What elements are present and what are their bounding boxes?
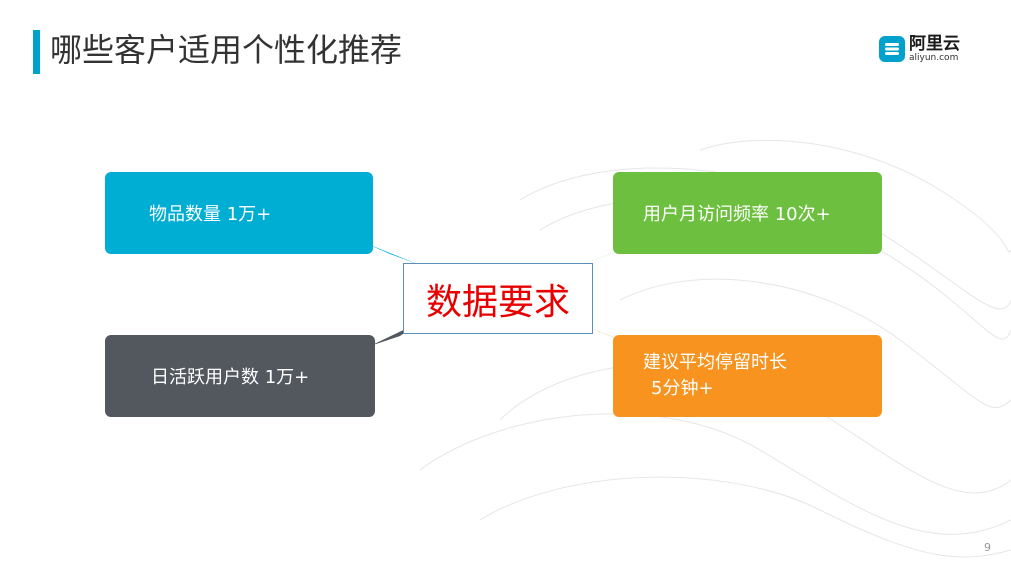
callout-items-count: 物品数量 1万+ xyxy=(105,172,373,254)
page-number: 9 xyxy=(984,541,991,554)
title-accent-bar xyxy=(33,30,40,74)
aliyun-logo-icon xyxy=(879,36,905,62)
callout-items-count-text: 物品数量 1万+ xyxy=(149,204,272,225)
callout-monthly-visits-text: 用户月访问频率 10次+ xyxy=(643,204,831,225)
callout-daily-active: 日活跃用户数 1万+ xyxy=(105,335,375,417)
center-data-requirements: 数据要求 xyxy=(403,263,593,334)
callout-daily-active-text: 日活跃用户数 1万+ xyxy=(151,367,310,388)
logo-chinese-text: 阿里云 xyxy=(909,34,960,54)
pointer-top-left xyxy=(365,243,420,265)
callout-stay-time: 建议平均停留时长 5分钟+ xyxy=(613,335,882,417)
callout-stay-time-line1: 建议平均停留时长 xyxy=(643,352,787,373)
slide-title: 哪些客户适用个性化推荐 xyxy=(50,31,403,69)
callout-monthly-visits: 用户月访问频率 10次+ xyxy=(613,172,882,254)
logo-domain-text: aliyun.com xyxy=(909,53,959,63)
callout-stay-time-line2: 5分钟+ xyxy=(651,378,714,399)
center-label: 数据要求 xyxy=(425,281,570,323)
